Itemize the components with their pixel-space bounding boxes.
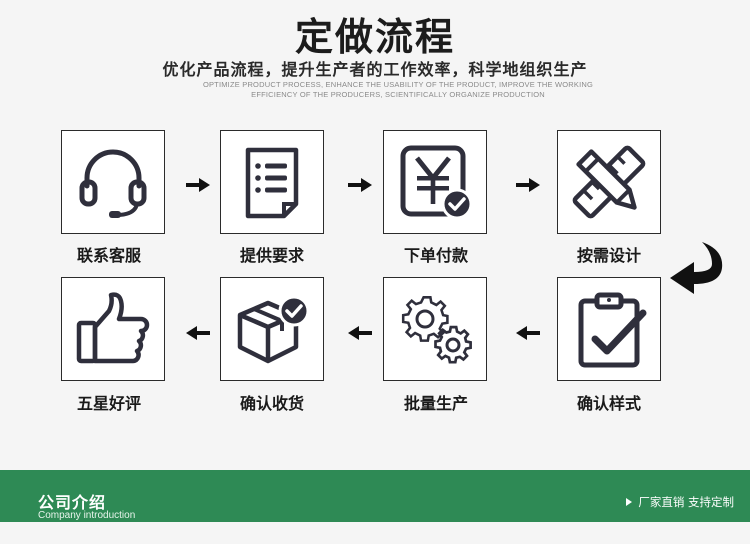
yuan-payment-icon [400,145,473,220]
arrow-left-icon [186,326,210,340]
document-list-icon [245,147,299,219]
arrow-right-icon [186,178,210,192]
step-label: 五星好评 [76,394,141,413]
step-custom-design [557,130,661,234]
arrow-left-icon [348,326,372,340]
step-contact-service [61,130,165,234]
step-mass-production [383,277,487,381]
arrow-right-icon [348,178,372,192]
step-confirm-receipt [220,277,324,381]
footer-tagline: 厂家直销 支持定制 [626,494,734,510]
step-label: 批量生产 [403,394,468,413]
step-order-payment [383,130,487,234]
page-subtitle-english: OPTIMIZE PRODUCT PROCESS, ENHANCE THE US… [202,80,594,99]
step-provide-requirements [220,130,324,234]
gears-icon [401,296,472,364]
clipboard-check-icon [578,292,647,368]
step-label: 下单付款 [403,246,468,265]
thumbs-up-icon [76,292,150,364]
step-label: 确认样式 [576,394,641,413]
triangle-right-icon [626,498,633,506]
box-check-icon [237,295,310,364]
curved-arrow-icon [670,242,723,294]
step-label: 按需设计 [576,246,641,265]
footer-tagline-text: 厂家直销 支持定制 [638,495,734,509]
arrow-right-icon [516,178,540,192]
company-intro-title: 公司介绍 [38,493,107,512]
company-intro-subtitle: Company introduction [38,510,136,521]
step-label: 联系客服 [76,246,141,265]
ruler-pencil-icon [572,145,646,219]
step-label: 确认收货 [239,394,304,413]
page-subtitle: 优化产品流程，提升生产者的工作效率，科学地组织生产 [162,60,588,79]
arrow-left-icon [516,326,540,340]
page-title: 定做流程 [294,15,455,59]
step-label: 提供要求 [239,246,304,265]
step-confirm-sample [557,277,661,381]
headset-icon [79,149,147,218]
footer-strip [0,522,750,544]
step-five-star-review [61,277,165,381]
company-intro-banner [0,470,750,522]
